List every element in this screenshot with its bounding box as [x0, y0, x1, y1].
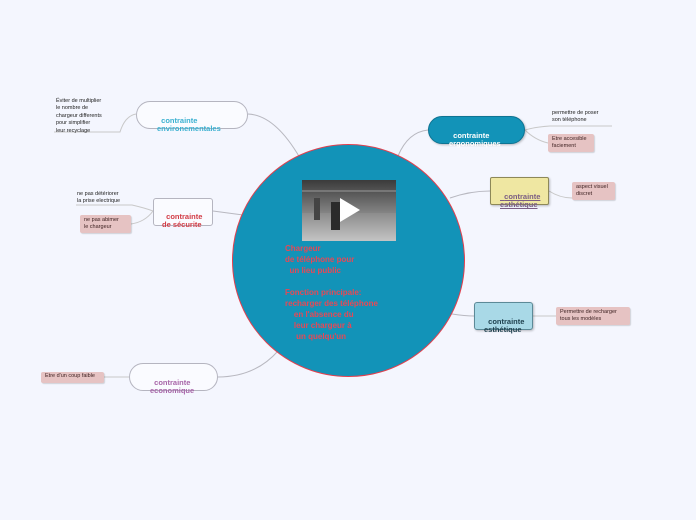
play-icon[interactable]: [340, 198, 360, 222]
link-economique: [217, 350, 279, 378]
leaf-env-recyclage[interactable]: Éviter de multiplier le nombre de charge…: [56, 98, 102, 134]
link-esthetique1: [449, 190, 491, 199]
link-esthetique2: [451, 313, 475, 317]
leaf-esthetique-discret[interactable]: aspect visuel discret: [572, 182, 615, 200]
link-securite: [212, 210, 244, 216]
node-contrainte-environementales[interactable]: contrainte environementales: [136, 101, 248, 133]
node-label: contrainte environementales: [157, 115, 221, 134]
link-ergonomiques-leaf2: [524, 129, 549, 144]
node-label: contrainte esthétique: [500, 191, 541, 210]
link-securite-leaf2: [130, 210, 154, 225]
leaf-ergonomiques-accessible[interactable]: Etre accesible faciement: [548, 134, 594, 152]
node-contrainte-esthetique-1[interactable]: contrainte esthétique: [490, 177, 549, 209]
link-esthetique1-leaf: [548, 190, 573, 199]
link-env-leaf: [54, 113, 137, 133]
thumbnail-suitcase: [331, 202, 340, 230]
link-ergonomiques: [397, 129, 429, 157]
link-ergonomiques-leaf1: [524, 125, 612, 131]
link-env: [247, 113, 301, 159]
leaf-economique-cout[interactable]: Etre d'un coup faible: [41, 372, 104, 383]
node-label: contrainte economique: [150, 377, 195, 396]
leaf-securite-prise[interactable]: ne pas détériorer la prise electrique: [77, 191, 121, 205]
node-label: contrainte ergonomiques: [449, 130, 501, 149]
leaf-ergonomiques-poser[interactable]: permettre de poser son téléphone: [552, 110, 599, 124]
node-contrainte-securite[interactable]: contrainte de sécurite: [153, 198, 213, 229]
leaf-esthetique-modeles[interactable]: Permettre de recharger tous les modèles: [556, 307, 630, 325]
node-label: contrainte esthétique: [484, 316, 525, 335]
central-function: Fonction principale: recharger des télép…: [285, 288, 378, 341]
video-thumbnail[interactable]: [302, 180, 396, 241]
node-contrainte-esthetique-2[interactable]: contrainte esthétique: [474, 302, 533, 334]
node-label: contrainte de sécurite: [162, 211, 203, 230]
thumbnail-object: [314, 198, 320, 220]
link-securite-leaf1: [76, 204, 154, 212]
thumbnail-rail: [302, 190, 396, 192]
node-contrainte-economique[interactable]: contrainte economique: [129, 363, 218, 395]
node-contrainte-ergonomiques[interactable]: contrainte ergonomiques: [428, 116, 525, 148]
leaf-securite-chargeur[interactable]: ne pas abimer le chargeur: [80, 215, 131, 233]
central-title: Chargeur de téléphone pour un lieu publi…: [285, 244, 355, 275]
